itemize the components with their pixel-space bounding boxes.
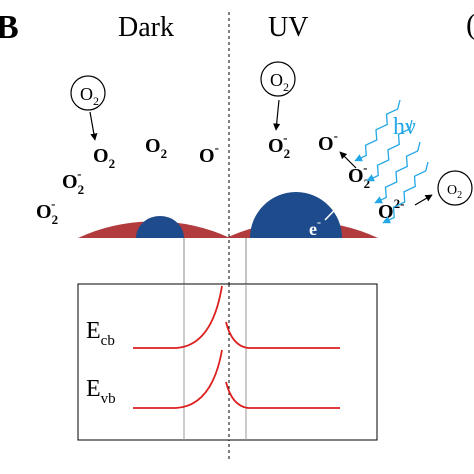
o2-gas-label-edge: O2: [447, 183, 462, 201]
header-uv: UV: [268, 12, 308, 43]
light-label: hν: [393, 114, 416, 140]
dark-particle: [78, 216, 230, 238]
adsorption-arrow-left: [89, 111, 98, 141]
desorption-arrow-o2-edge: [414, 194, 433, 206]
adsorbed-o2-ion-label: O2-: [62, 166, 84, 197]
dark-adsorbed-oxygen: O2 O2 O2 O- O2- O2-: [36, 75, 219, 227]
valence-band-label: Evb: [86, 376, 116, 407]
light-ray: [354, 99, 401, 162]
electron-label: e-: [309, 215, 321, 239]
light-ray: [374, 141, 421, 204]
panel-label: B: [0, 9, 19, 46]
adsorbed-o2-ion-label: O2-: [36, 196, 58, 227]
conduction-band-curve-uv: [225, 321, 340, 349]
band-diagram: Ecb Evb: [77, 283, 378, 441]
band-diagram-frame: [77, 283, 378, 441]
light-rays: [354, 99, 429, 224]
desorption-arrow-o-ion: [339, 151, 357, 169]
valence-band-curve-uv: [225, 381, 340, 409]
conduction-band-curve: [133, 285, 223, 349]
o2-gas-circle-edge: [437, 170, 473, 206]
adsorbed-o2-label: O2: [145, 135, 167, 161]
adsorbed-o2-label: O2: [93, 145, 115, 171]
adsorbed-o-ion-label: O-: [199, 140, 219, 167]
adsorption-arrow-right: [273, 99, 281, 131]
adjacent-panel-label-fragment: (: [466, 8, 474, 41]
uv-adsorbed-oxygen: O2 O2- O- O2- O2- O2 e-: [260, 61, 473, 239]
dark-conductive-core: [136, 216, 184, 238]
adsorbed-o2-ion-label: O2-: [268, 130, 290, 161]
adsorbed-o2-ion-label: O2-: [348, 160, 370, 191]
light-ray: [382, 161, 429, 224]
uv-conductive-core: [250, 192, 342, 238]
header-dark: Dark: [118, 12, 174, 43]
conduction-band-label: Ecb: [86, 318, 115, 349]
electron-release-arrow: [324, 191, 353, 221]
o2-gas-label-left: O2: [80, 84, 99, 108]
light-ray: [366, 119, 413, 182]
o2-gas-label-right: O2: [270, 70, 289, 94]
uv-light: hν: [354, 99, 429, 224]
o2-gas-circle-left: [70, 75, 106, 111]
o2-gas-circle-right: [260, 61, 296, 97]
desorbing-o-ion-label: O-: [318, 128, 338, 155]
uv-particle: [226, 192, 378, 238]
valence-band-curve: [133, 349, 223, 409]
